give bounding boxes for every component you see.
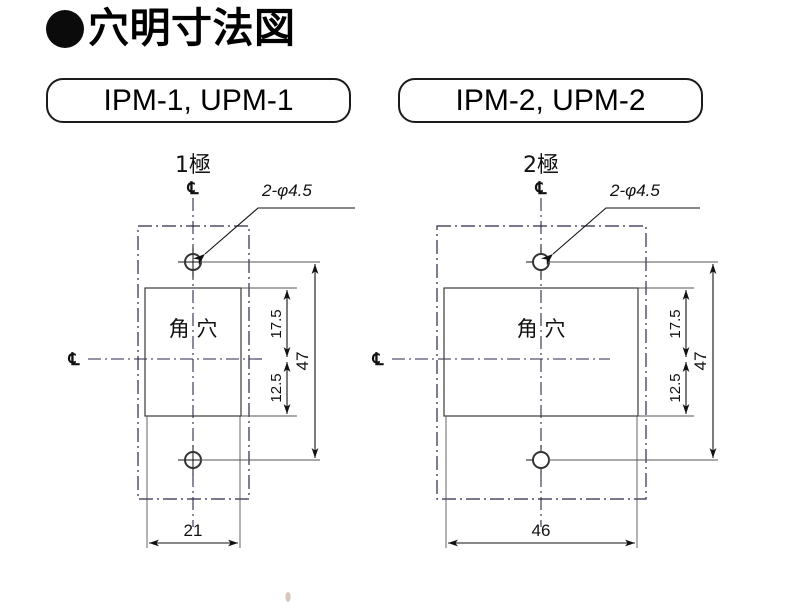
right-dim-12-5: 12.5: [667, 362, 690, 414]
right-view-group: 2極 ℄ ℄ 角 穴: [372, 153, 718, 548]
right-body-outline: [436, 225, 647, 500]
left-dim-47-text: 47: [293, 352, 312, 371]
left-dim-17-5: 17.5: [268, 290, 291, 357]
right-dim-12-5-text: 12.5: [667, 373, 684, 402]
model-label-1-text: IPM-1, UPM-1: [103, 83, 294, 117]
left-dim-12-5: 12.5: [268, 362, 291, 414]
left-body-outline: [137, 225, 250, 500]
right-square-hole-label: 角 穴: [517, 317, 566, 341]
right-hole-note-text: 2-φ4.5: [609, 181, 660, 200]
right-lower-hole: [526, 445, 556, 475]
right-pole-centerline-symbol: ℄: [535, 179, 548, 199]
right-dim-46: 46: [445, 416, 638, 548]
scan-speck: [285, 592, 291, 602]
left-dim-12-5-text: 12.5: [268, 373, 285, 402]
bullet-icon: [46, 9, 84, 48]
page-title-text: 穴明寸法図: [88, 4, 296, 52]
left-horizontal-centerline-symbol: ℄: [68, 350, 81, 370]
left-pole-label: 1極: [175, 153, 211, 178]
left-view-group: 1極 ℄ ℄ 角 穴: [68, 153, 355, 548]
left-hole-note: 2-φ4.5: [192, 181, 355, 266]
right-pole-label: 2極: [523, 153, 559, 178]
left-dim-21-text: 21: [184, 521, 203, 540]
left-square-hole: [144, 287, 242, 417]
right-dim-17-5-text: 17.5: [667, 309, 684, 338]
model-label-2-text: IPM-2, UPM-2: [455, 83, 646, 117]
left-dim-21: 21: [146, 416, 241, 548]
right-upper-hole: [526, 247, 556, 277]
left-hole-note-text: 2-φ4.5: [261, 181, 312, 200]
right-dim-17-5: 17.5: [667, 290, 690, 357]
left-upper-hole: [178, 247, 208, 277]
model-label-plate-2: IPM-2, UPM-2: [398, 78, 703, 123]
right-dim-47-text: 47: [691, 352, 710, 371]
right-dim-47: 47: [691, 264, 717, 458]
left-dim-47: 47: [293, 264, 319, 458]
left-dim-17-5-text: 17.5: [268, 309, 285, 338]
model-label-plate-1: IPM-1, UPM-1: [46, 78, 351, 123]
page-title: 穴明寸法図: [46, 8, 296, 49]
right-square-hole: [443, 287, 639, 417]
right-horizontal-centerline-symbol: ℄: [372, 350, 385, 370]
left-lower-hole: [178, 445, 208, 475]
right-dim-46-text: 46: [532, 521, 551, 540]
left-pole-centerline-symbol: ℄: [187, 179, 200, 199]
left-square-hole-label: 角 穴: [169, 317, 218, 341]
right-hole-note: 2-φ4.5: [540, 181, 700, 266]
